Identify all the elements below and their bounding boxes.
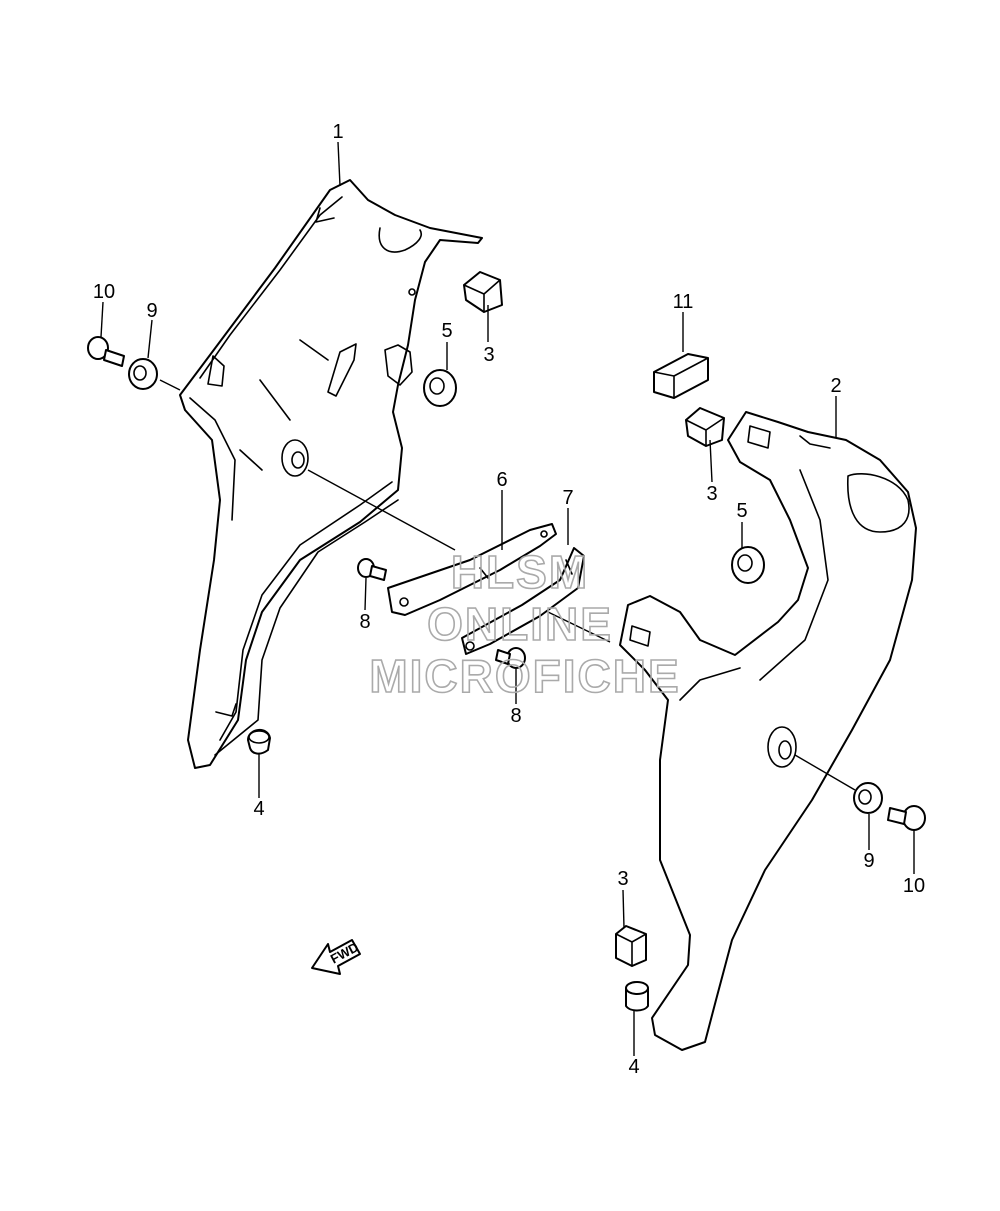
callout-leaders <box>100 141 915 1056</box>
part-6-bracket[interactable] <box>387 523 557 616</box>
part-4-plug-a[interactable] <box>247 729 271 755</box>
callout-9-b[interactable]: 9 <box>863 850 874 872</box>
callout-5-b[interactable]: 5 <box>736 500 747 522</box>
part-3-cushion-b[interactable] <box>685 407 725 447</box>
part-10-screw-b[interactable] <box>887 805 926 831</box>
callout-9-a[interactable]: 9 <box>146 300 157 322</box>
part-5-grommet-a[interactable] <box>423 369 457 407</box>
callout-4-a[interactable]: 4 <box>253 798 264 820</box>
part-3-cushion-a[interactable] <box>463 271 503 313</box>
callout-numbers: 1 2 3 3 3 4 4 5 5 6 7 8 8 9 9 10 10 11 <box>93 121 925 1078</box>
callout-2[interactable]: 2 <box>830 375 841 397</box>
watermark-line-3: MICROFICHE <box>369 650 680 702</box>
callout-1[interactable]: 1 <box>332 121 343 143</box>
callout-8-b[interactable]: 8 <box>510 705 521 727</box>
part-10-screw-a[interactable] <box>87 336 125 367</box>
callout-3-b[interactable]: 3 <box>706 483 717 505</box>
fwd-arrow: FWD <box>311 939 361 975</box>
callout-4-b[interactable]: 4 <box>628 1056 639 1078</box>
callout-10-a[interactable]: 10 <box>93 281 115 303</box>
callout-3-c[interactable]: 3 <box>617 868 628 890</box>
part-1-left-cover[interactable] <box>179 179 483 769</box>
part-9-collar-b[interactable] <box>853 782 883 814</box>
part-7-stay[interactable] <box>461 547 585 655</box>
part-2-right-cover[interactable] <box>619 411 917 1051</box>
part-5-grommet-b[interactable] <box>731 546 765 584</box>
callout-5-a[interactable]: 5 <box>441 320 452 342</box>
watermark-line-1: HLSM <box>451 546 589 598</box>
part-9-collar-a[interactable] <box>128 358 158 390</box>
callout-11[interactable]: 11 <box>673 291 694 313</box>
callout-3-a[interactable]: 3 <box>483 344 494 366</box>
part-3-cushion-c[interactable] <box>615 925 647 967</box>
callout-6[interactable]: 6 <box>496 469 507 491</box>
callout-10-b[interactable]: 10 <box>903 875 925 897</box>
part-8-bolt-a[interactable] <box>357 558 387 581</box>
part-11-pad[interactable] <box>653 353 709 399</box>
callout-7[interactable]: 7 <box>562 487 573 509</box>
guide-lines <box>159 379 856 791</box>
watermark: HLSM ONLINE MICROFICHE <box>369 545 680 703</box>
watermark-line-2: ONLINE <box>427 598 613 650</box>
part-4-plug-b[interactable] <box>625 981 649 1012</box>
callout-8-a[interactable]: 8 <box>359 611 370 633</box>
